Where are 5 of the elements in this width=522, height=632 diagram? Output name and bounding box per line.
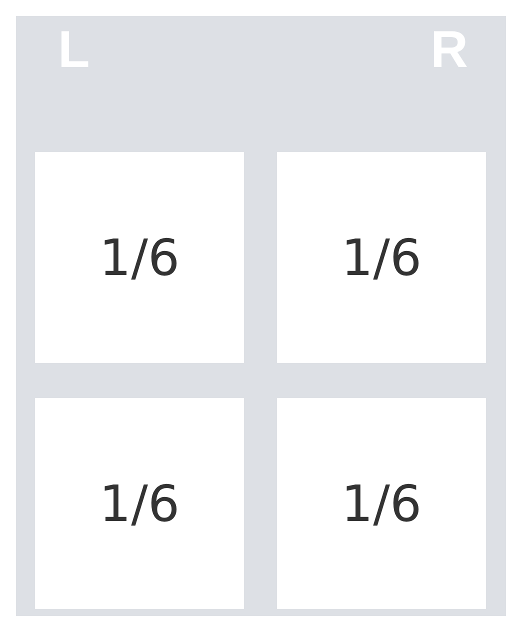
fraction-tile: 1/6	[277, 398, 486, 609]
fraction-tile: 1/6	[35, 398, 244, 609]
seating-panel	[16, 16, 506, 616]
fraction-tile: 1/6	[277, 152, 486, 363]
fraction-tile: 1/6	[35, 152, 244, 363]
